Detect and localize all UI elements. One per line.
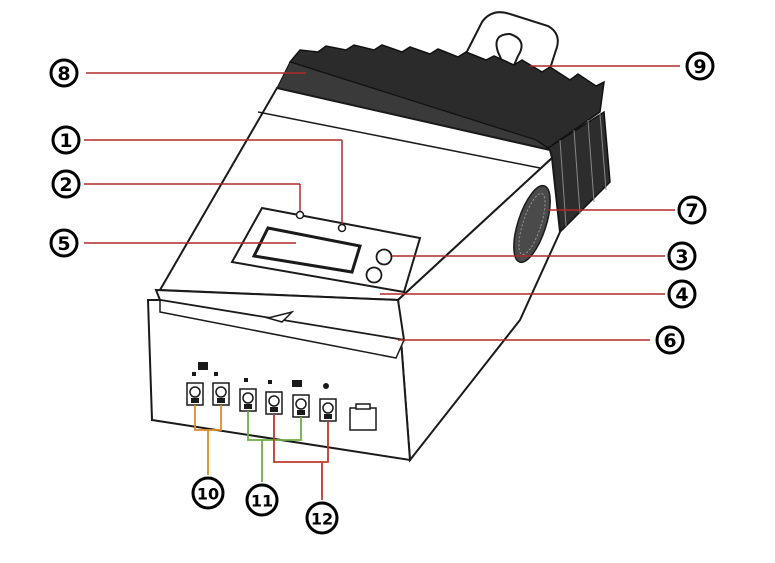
lcd-screen [251, 226, 362, 274]
svg-text:5: 5 [57, 233, 70, 255]
leader-lines [84, 65, 680, 341]
button-lower [365, 266, 383, 284]
heatsink [276, 44, 611, 234]
svg-text:12: 12 [311, 510, 333, 529]
cover-arrow-icon [265, 310, 295, 323]
rj45-port [349, 403, 377, 431]
callout-12: 12 [305, 501, 339, 535]
terminal-5 [292, 394, 310, 418]
terminal-1 [186, 382, 204, 406]
front-cover [154, 288, 406, 359]
callout-10: 10 [191, 476, 225, 510]
svg-text:2: 2 [59, 174, 72, 196]
terminal-brackets [194, 405, 329, 500]
svg-text:8: 8 [57, 63, 70, 85]
svg-text:4: 4 [675, 284, 688, 306]
callout-5: 5 [49, 228, 79, 258]
terminal-4 [265, 391, 283, 415]
callout-3: 3 [667, 241, 697, 271]
svg-text:3: 3 [675, 246, 688, 268]
terminal-3 [239, 388, 257, 412]
display-panel [230, 206, 422, 294]
callout-9: 9 [685, 51, 715, 81]
callout-7: 7 [677, 195, 707, 225]
callout-2: 2 [51, 169, 81, 199]
svg-text:6: 6 [663, 330, 676, 352]
svg-text:10: 10 [197, 485, 219, 504]
callout-8: 8 [49, 58, 79, 88]
svg-text:11: 11 [251, 492, 273, 511]
svg-text:7: 7 [685, 200, 698, 222]
vent-grille [513, 184, 551, 264]
callout-4: 4 [667, 279, 697, 309]
indicator-led-2 [295, 210, 305, 220]
svg-text:1: 1 [59, 130, 72, 152]
callout-11: 11 [245, 483, 279, 517]
terminal-2 [212, 382, 230, 406]
bracket-red [273, 414, 329, 463]
terminal-markings [192, 362, 329, 389]
callout-6: 6 [655, 325, 685, 355]
svg-text:9: 9 [693, 56, 706, 78]
indicator-led-1 [337, 223, 347, 233]
terminal-6 [319, 398, 337, 422]
button-upper [375, 248, 393, 266]
callout-1: 1 [51, 125, 81, 155]
